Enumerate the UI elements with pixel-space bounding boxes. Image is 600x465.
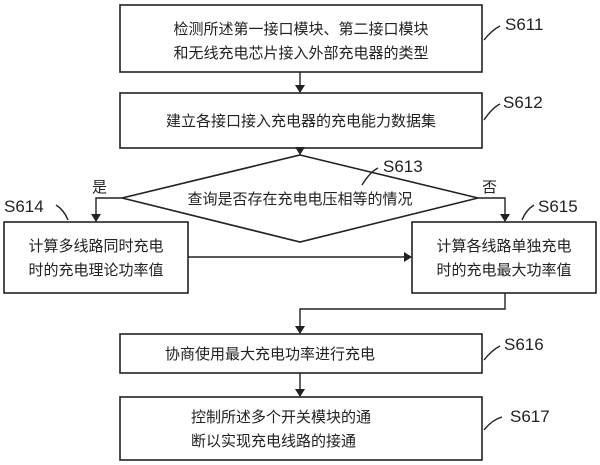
arrow-no	[478, 197, 510, 222]
leader-line	[55, 204, 69, 221]
step-s617-line-1: 控制所述多个开关模块的通	[191, 408, 371, 426]
leader-line	[521, 204, 535, 221]
step-s617-id: S617	[510, 407, 550, 426]
step-s617: 控制所述多个开关模块的通 断以实现充电线路的接通 S617	[119, 396, 550, 461]
step-s615-line-2: 时的充电最大功率值	[436, 261, 571, 279]
step-s613-decision: 查询是否存在充电电压相等的情况 S613 是 否	[92, 154, 497, 243]
step-s614: 计算多线路同时充电 时的充电理论功率值 S614	[3, 197, 189, 294]
step-s615: 计算各线路单独充电 时的充电最大功率值 S615	[411, 197, 597, 294]
step-s612: 建立各接口接入充电器的充电能力数据集 S612	[119, 92, 543, 149]
step-s613-line-1: 查询是否存在充电电压相等的情况	[187, 190, 412, 208]
branch-no-label: 否	[482, 178, 497, 196]
step-s611-line-2: 和无线充电芯片接入外部充电器的类型	[173, 44, 428, 62]
step-s613-id: S613	[383, 157, 423, 176]
leader-line	[483, 345, 501, 361]
step-s615-id: S615	[538, 197, 578, 216]
step-s616-id: S616	[504, 335, 544, 354]
step-s611: 检测所述第一接口模块、第二接口模块 和无线充电芯片接入外部充电器的类型 S611	[119, 4, 543, 73]
leader-line	[483, 416, 503, 431]
step-s612-line-1: 建立各接口接入充电器的充电能力数据集	[166, 112, 436, 130]
arrow	[295, 293, 506, 334]
branch-yes-label: 是	[92, 178, 107, 196]
step-s617-line-2: 断以实现充电线路的接通	[191, 432, 356, 450]
step-s614-id: S614	[4, 197, 44, 216]
leader-line	[483, 103, 501, 121]
arrow-yes	[91, 197, 122, 222]
step-s616: 协商使用最大充电功率进行充电 S616	[119, 333, 544, 374]
step-s611-line-1: 检测所述第一接口模块、第二接口模块	[173, 20, 428, 38]
step-s614-line-1: 计算多线路同时充电	[28, 237, 163, 255]
step-s616-line-1: 协商使用最大充电功率进行充电	[165, 345, 375, 363]
step-s612-id: S612	[503, 93, 543, 112]
leader-line	[361, 167, 379, 186]
step-s614-line-2: 时的充电理论功率值	[28, 261, 163, 279]
leader-line	[483, 25, 501, 41]
step-s615-line-1: 计算各线路单独充电	[436, 237, 571, 255]
step-s611-id: S611	[505, 15, 543, 34]
